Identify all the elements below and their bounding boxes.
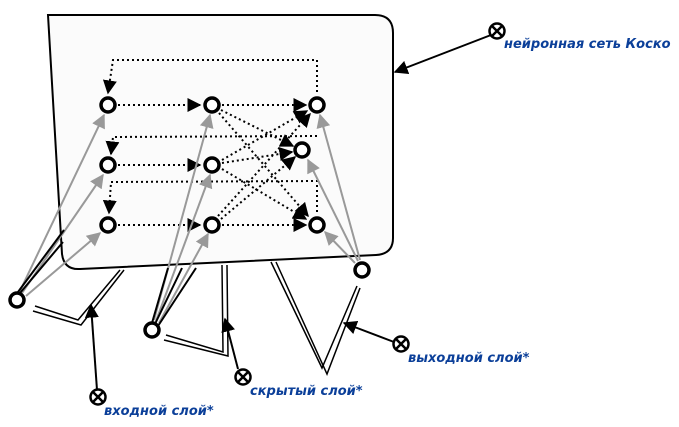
neuron-node: [203, 216, 221, 234]
gray-connections: [19, 113, 361, 324]
output-layer-label: выходной слой*: [408, 351, 530, 366]
neuron-node: [99, 216, 117, 234]
input-layer-label: входной слой*: [104, 404, 214, 419]
annotation-arrows: [84, 34, 492, 391]
circle-x-icon: [234, 368, 252, 386]
network-label: нейронная сеть Коско: [504, 37, 671, 52]
output-layer-node: [353, 261, 371, 279]
hidden-layer-label: скрытый слой*: [250, 384, 363, 399]
neuron-node: [99, 156, 117, 174]
input-layer-node: [8, 291, 26, 309]
neuron-node: [293, 141, 311, 159]
hidden-layer-node: [143, 321, 161, 339]
circle-x-icon: [392, 335, 410, 353]
neuron-node: [203, 156, 221, 174]
black-connections: [17, 229, 197, 327]
circle-x-icon: [488, 22, 506, 40]
neuron-node: [99, 96, 117, 114]
network-panel: [46, 14, 394, 271]
neuron-nodes: [8, 96, 371, 339]
layer-brackets: [32, 261, 361, 376]
circle-x-icon: [89, 388, 107, 406]
dotted-connections: [102, 59, 318, 232]
neuron-node: [203, 96, 221, 114]
neuron-node: [308, 216, 326, 234]
neuron-node: [308, 96, 326, 114]
